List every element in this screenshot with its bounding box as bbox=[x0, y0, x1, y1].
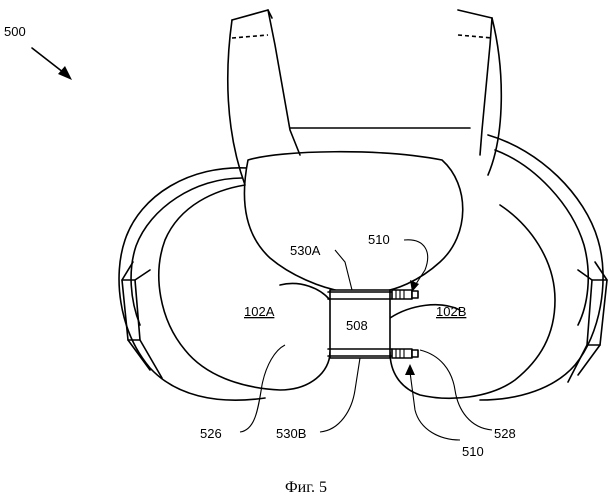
arrow-500 bbox=[32, 48, 72, 80]
figure-caption: Фиг. 5 bbox=[285, 479, 327, 496]
label-530b: 530B bbox=[276, 426, 306, 441]
leader-528 bbox=[420, 350, 492, 430]
label-526: 526 bbox=[200, 426, 222, 441]
leader-530b bbox=[320, 358, 360, 432]
center-gore bbox=[244, 152, 462, 292]
connector-bottom bbox=[392, 349, 418, 358]
connector-top bbox=[392, 290, 418, 299]
label-510-top: 510 bbox=[368, 232, 390, 247]
label-510-bottom: 510 bbox=[462, 444, 484, 459]
label-530a: 530A bbox=[290, 243, 321, 258]
label-500: 500 bbox=[4, 24, 26, 39]
label-102b: 102B bbox=[436, 304, 466, 319]
right-wing bbox=[480, 135, 607, 400]
label-508: 508 bbox=[346, 318, 368, 333]
label-528: 528 bbox=[494, 426, 516, 441]
leader-510-bottom bbox=[405, 364, 460, 440]
left-wing bbox=[119, 168, 265, 400]
label-102a: 102A bbox=[244, 304, 275, 319]
